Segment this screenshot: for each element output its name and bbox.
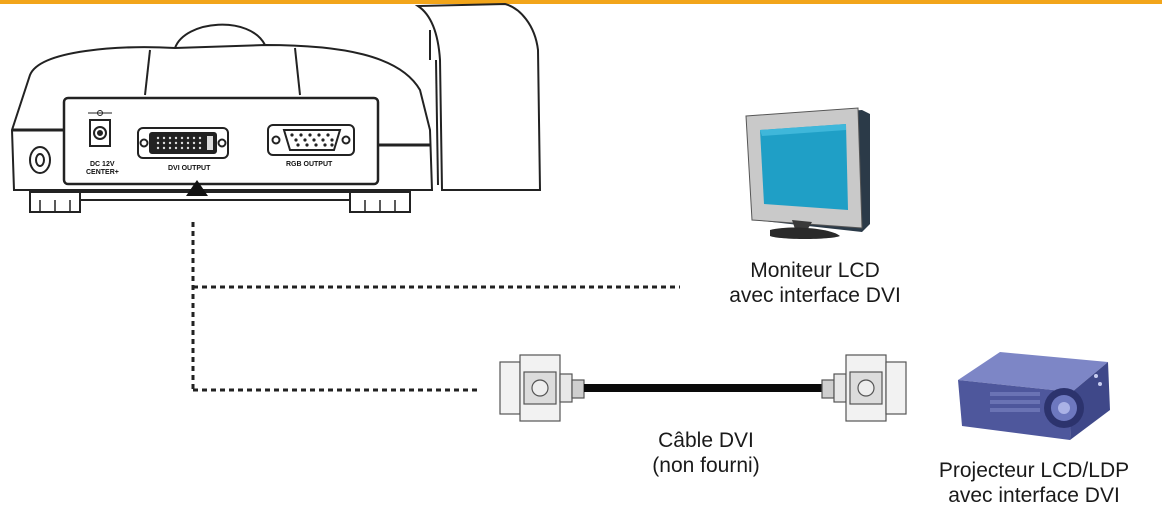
lcd-monitor-icon <box>745 107 870 239</box>
projector-label-line2: avec interface DVI <box>948 484 1120 507</box>
monitor-label-line1: Moniteur LCD <box>750 259 880 282</box>
top-accent-bar <box>0 0 1162 4</box>
monitor-label-line2: avec interface DVI <box>729 284 901 307</box>
cable-label-line2: (non fourni) <box>652 454 760 477</box>
projector-label-line1: Projecteur LCD/LDP <box>938 459 1130 482</box>
rgb-pins <box>290 133 334 147</box>
cable-label: Câble DVI (non fourni) <box>596 428 816 478</box>
cable-label-line1: Câble DVI <box>658 429 754 452</box>
projector-icon <box>958 352 1110 440</box>
dvi-arrow-icon <box>186 180 208 196</box>
dvi-port-label: DVI OUTPUT <box>168 165 211 172</box>
dotted-connection-lines <box>191 222 680 392</box>
dc-port-sublabel: CENTER+ <box>86 169 119 176</box>
dvi-cable-icon <box>499 354 907 422</box>
monitor-label: Moniteur LCD avec interface DVI <box>700 258 930 308</box>
document-camera <box>10 2 542 213</box>
rgb-port-label: RGB OUTPUT <box>286 161 333 168</box>
projector-label: Projecteur LCD/LDP avec interface DVI <box>908 458 1160 508</box>
dc-port-label: DC 12V <box>90 161 115 168</box>
dvi-pins <box>156 136 213 150</box>
